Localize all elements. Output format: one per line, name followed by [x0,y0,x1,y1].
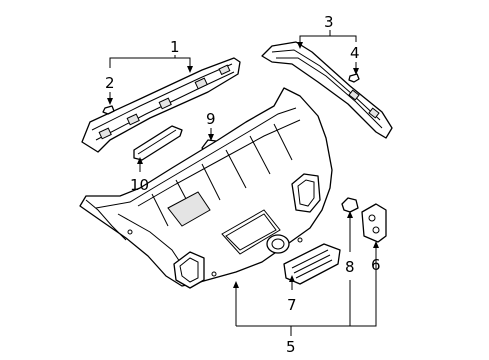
vent-grille-7 [283,243,341,285]
callout-9: 9 [206,110,216,128]
leader-lines [107,30,379,336]
callout-8: 8 [345,258,355,276]
upper-garnish-left [81,57,241,153]
cap-8 [341,197,359,213]
clip-2 [102,105,115,115]
callout-10: 10 [130,176,149,194]
pull-handle-10 [133,125,183,161]
callout-3: 3 [324,13,334,31]
bracket-6 [361,203,387,243]
callout-1: 1 [170,38,180,56]
callout-6: 6 [371,256,381,274]
callout-2: 2 [105,74,115,92]
main-trim-panel [79,87,333,289]
callout-5: 5 [286,338,296,356]
clip-4 [348,73,360,83]
callout-7: 7 [287,296,297,314]
callout-4: 4 [350,44,360,62]
